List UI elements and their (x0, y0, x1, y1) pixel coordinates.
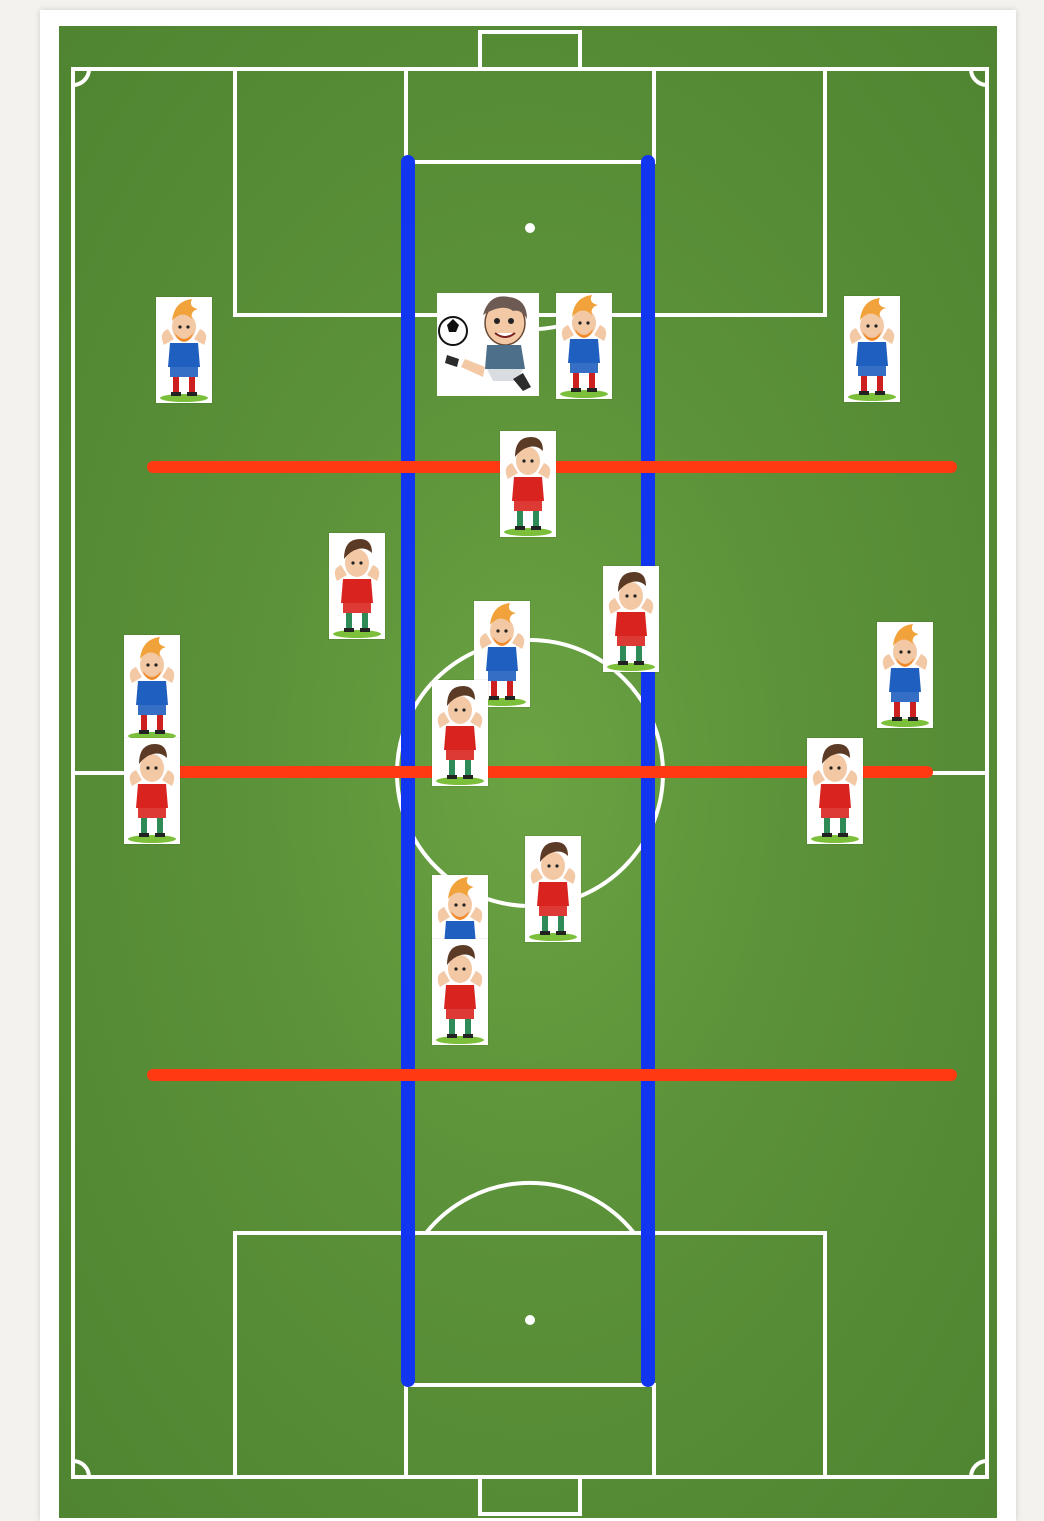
red-team-player-icon (603, 566, 659, 672)
bottom-penalty-arc (426, 1183, 634, 1233)
red-team-player-icon (525, 836, 581, 942)
soccer-pitch (59, 26, 997, 1518)
blue-team-player-icon (156, 297, 212, 403)
top-goal-area (406, 69, 654, 162)
blue-team-player-icon (877, 622, 933, 728)
corner-arc-top-right (971, 69, 987, 85)
corner-arc-top-left (73, 69, 89, 85)
top-penalty-area (235, 69, 825, 315)
bottom-goal-area (406, 1385, 654, 1477)
top-goal (480, 32, 580, 69)
corner-arc-bottom-right (971, 1461, 987, 1477)
blue-team-player-icon (124, 635, 180, 741)
blue-team-player-icon (556, 293, 612, 399)
blue-team-player-icon (844, 296, 900, 402)
bottom-goal (480, 1477, 580, 1514)
red-team-player-icon (432, 680, 488, 786)
red-team-player-icon (329, 533, 385, 639)
corner-arc-bottom-left (73, 1461, 89, 1477)
bottom-penalty-spot (525, 1315, 535, 1325)
red-team-player-icon (500, 431, 556, 537)
top-penalty-spot (525, 223, 535, 233)
red-team-player-icon (124, 738, 180, 844)
kicking-boy-with-ball-icon (437, 293, 539, 396)
red-team-player-icon (432, 939, 488, 1045)
bottom-penalty-area (235, 1233, 825, 1477)
red-team-player-icon (807, 738, 863, 844)
